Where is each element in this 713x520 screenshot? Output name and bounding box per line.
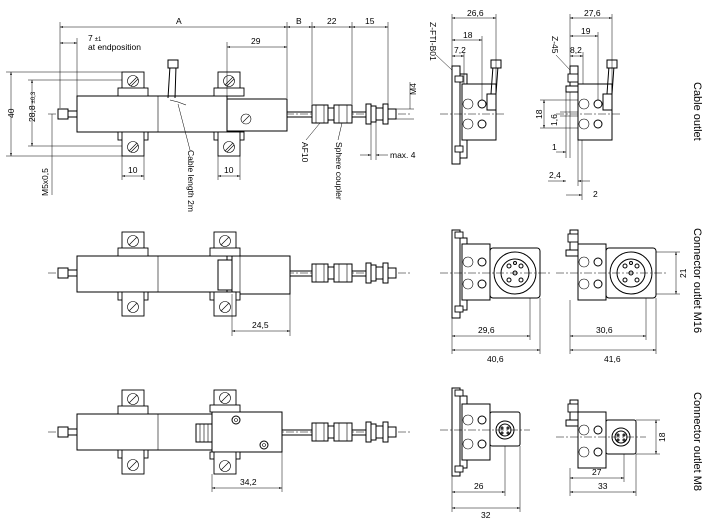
dim-27-6: 27,6 (584, 8, 601, 18)
z-fti-b01-label: Z-FTI-B01 (428, 22, 438, 61)
dim-b: B (296, 16, 302, 26)
dim-26: 26 (474, 481, 484, 491)
dim-30-6: 30,6 (596, 325, 613, 335)
dim-a: A (176, 16, 182, 26)
dim-10-right: 10 (224, 165, 234, 175)
top-view-m16: 24,5 (48, 231, 410, 336)
dim-40-6: 40,6 (487, 354, 504, 364)
section-cable-outlet: Cable outlet (691, 82, 703, 141)
dim-22: 22 (327, 16, 337, 26)
side-view-m16-b: 30,6 41,6 21 (556, 229, 688, 364)
dim-7: 7±1 (88, 33, 102, 43)
sphere-coupler-label: Sphere coupler (334, 142, 344, 200)
dim-29-6: 29,6 (478, 325, 495, 335)
at-endposition-label: at endposition (88, 42, 141, 52)
clamp-right-top (213, 71, 245, 97)
dim-19: 19 (581, 26, 591, 36)
side-view-cable-fti: 26,6 18 7,2 Z-FTI-B01 (428, 8, 506, 165)
af10-label: AF10 (300, 142, 310, 163)
side-view-cable-z45: 27,6 19 8,2 Z-45 18 1,6 1 2,4 2 (534, 8, 622, 200)
dim-29: 29 (251, 36, 261, 46)
dim-8-2: 8,2 (570, 45, 582, 55)
dim-33: 33 (598, 481, 608, 491)
dim-1: 1 (552, 142, 557, 152)
dim-m5: M5x0,5 (40, 168, 50, 196)
dim-21: 21 (678, 268, 688, 278)
dim-2-4: 2,4 (549, 170, 561, 180)
dim-2: 2 (593, 189, 598, 199)
clamp-right-bottom (213, 131, 245, 157)
side-view-m16-a: 29,6 40,6 (440, 229, 550, 364)
dim-41-6: 41,6 (604, 354, 621, 364)
dim-m4: M4 (408, 83, 418, 95)
dim-18-m8: 18 (657, 432, 667, 442)
top-view-m8: 34,2 (48, 389, 410, 492)
dim-7-2: 7,2 (454, 45, 466, 55)
dim-18-v: 18 (534, 109, 544, 119)
side-view-m8-b: 27 33 18 (556, 399, 667, 496)
section-connector-m8: Connector outlet M8 (691, 392, 703, 491)
dim-18-a: 18 (463, 30, 473, 40)
dim-15: 15 (365, 16, 375, 26)
z45-label: Z-45 (550, 36, 560, 54)
dim-26-6: 26,6 (467, 8, 484, 18)
dim-27: 27 (592, 467, 602, 477)
section-connector-m16: Connector outlet M16 (691, 228, 703, 333)
top-view-cable: A B 22 15 7±1 at endposition 29 40 28,8±… (6, 16, 418, 212)
clamp-left-top (117, 71, 149, 97)
side-view-m8-a: 26 32 (440, 387, 530, 520)
dim-24-5: 24,5 (252, 320, 269, 330)
dim-40: 40 (6, 108, 16, 118)
cable-length-label: Cable length 2m (186, 150, 196, 212)
dim-1-6: 1,6 (549, 114, 559, 126)
dim-max4: max. 4 (390, 150, 416, 160)
clamp-left-bottom (117, 131, 149, 157)
dim-28-8: 28,8±0,3 (27, 91, 37, 122)
dim-10-left: 10 (128, 165, 138, 175)
dim-32: 32 (481, 510, 491, 520)
dim-34-2: 34,2 (240, 477, 257, 487)
